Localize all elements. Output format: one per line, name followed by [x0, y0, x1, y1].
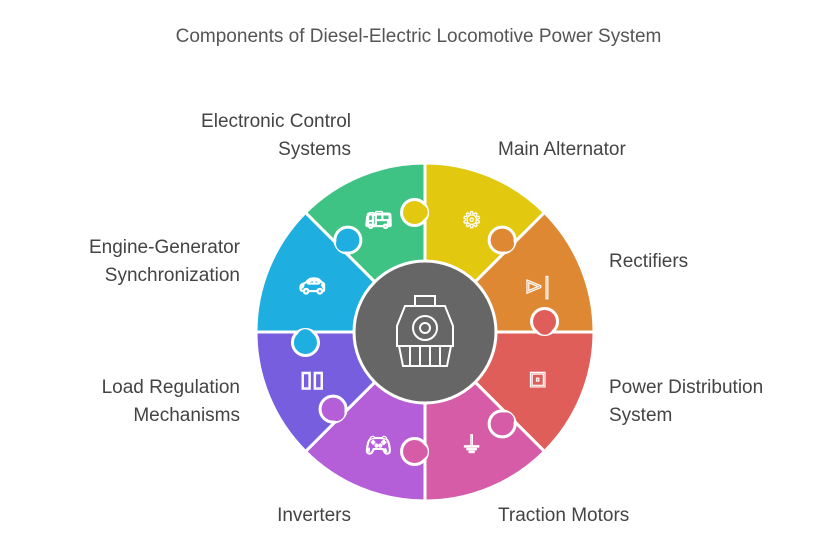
gamepad-icon: 🎮︎	[364, 434, 392, 459]
alternator-icon: ⚙	[462, 208, 482, 233]
devices-icon: ▯▯	[300, 368, 324, 393]
label-main-alternator: Main Alternator	[498, 139, 626, 160]
label-inverters: Inverters	[277, 505, 351, 526]
label-electronic-control: Electronic Control Systems	[201, 111, 351, 160]
label-engine-generator: Engine-Generator Synchronization	[88, 237, 240, 286]
diode-icon: ⊳|	[525, 274, 551, 299]
label-traction-motors: Traction Motors	[498, 505, 630, 526]
power-outlet-icon: ⊡	[528, 368, 546, 393]
electric-car-icon: 🚗︎	[298, 274, 326, 299]
locomotive-icon	[396, 295, 454, 367]
label-power-distribution: Power Distribution System	[609, 377, 764, 426]
label-rectifiers: Rectifiers	[609, 251, 689, 272]
diagram-title: Components of Diesel-Electric Locomotive…	[175, 26, 662, 47]
bus-icon: 🚌︎	[364, 208, 392, 233]
label-load-regulation: Load Regulation Mechanisms	[101, 377, 240, 426]
motor-icon: ⏚	[461, 434, 483, 459]
